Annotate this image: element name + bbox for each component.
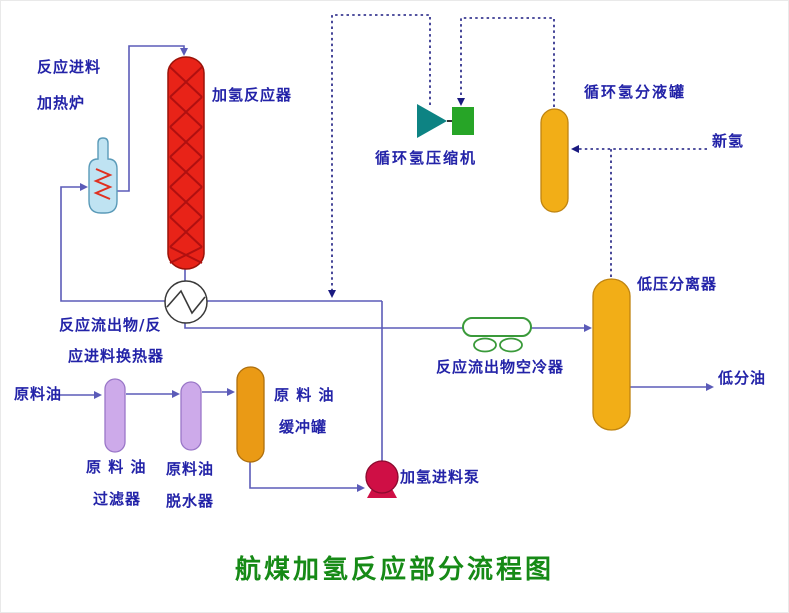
- compressor-body: [417, 104, 447, 138]
- filter-label-line1: 原 料 油: [86, 458, 147, 476]
- arrow-into-furnace: [80, 183, 88, 191]
- recycle-drum-label: 循环氢分液罐: [584, 83, 687, 101]
- exchanger-label-line2: 应进料换热器: [68, 347, 165, 365]
- feed-pump-label: 加氢进料泵: [400, 468, 481, 486]
- cooler-fan-1: [473, 337, 497, 353]
- arrow-into-separator: [584, 324, 592, 332]
- filter-vessel: [104, 378, 126, 453]
- dotted-gas-lines: [331, 14, 707, 293]
- line-compressor-discharge: [331, 14, 431, 293]
- lp-separator-label: 低压分离器: [637, 275, 718, 293]
- furnace-label-line2: 加热炉: [37, 94, 86, 112]
- furnace-coil: [93, 168, 113, 200]
- line-drum-to-compressor: [460, 17, 555, 107]
- lp-separator-vessel: [592, 278, 631, 431]
- arrow-into-buffer: [227, 388, 235, 396]
- buffer-tank-vessel: [236, 366, 265, 463]
- reactor-lattice: [169, 66, 203, 264]
- compressor-label: 循环氢压缩机: [375, 149, 478, 167]
- arrow-feed-inlet: [94, 391, 102, 399]
- reactor-label: 加氢反应器: [212, 86, 293, 104]
- lp-oil-label: 低分油: [718, 369, 767, 387]
- arrow-into-compressor: [457, 98, 465, 106]
- dehydrator-label-line1: 原料油: [166, 460, 215, 478]
- dehydrator-label-line2: 脱水器: [166, 492, 215, 510]
- solid-process-lines: [57, 45, 710, 489]
- dotted-arrowheads: [328, 98, 579, 298]
- solid-arrowheads: [80, 48, 714, 492]
- line-reactor-effluent-to-separator: [184, 268, 589, 329]
- dehydrator-vessel: [180, 381, 202, 451]
- arrow-into-pump: [357, 484, 365, 492]
- heat-exchanger: [164, 280, 208, 324]
- furnace-vessel: [88, 137, 118, 214]
- buffer-label-line1: 原 料 油: [274, 386, 335, 404]
- feed-pump: [365, 460, 399, 498]
- recycle-drum-vessel: [540, 108, 569, 213]
- diagram-title: 航煤加氢反应部分流程图: [234, 555, 554, 585]
- reactor-vessel: [167, 56, 205, 270]
- air-cooler-label: 反应流出物空冷器: [436, 358, 565, 376]
- arrow-recycle-into-feed: [328, 290, 336, 298]
- exchanger-zigzag: [166, 289, 206, 315]
- arrow-into-dehydrator: [172, 390, 180, 398]
- air-cooler: [462, 317, 532, 353]
- fresh-hydrogen-label: 新氢: [712, 132, 745, 150]
- arrow-into-reactor: [180, 48, 188, 56]
- compressor: [417, 104, 474, 138]
- filter-label-line2: 过滤器: [93, 490, 142, 508]
- furnace-label-line1: 反应进料: [37, 58, 102, 76]
- feed-oil-label: 原料油: [14, 385, 63, 403]
- line-buffer-to-pump: [249, 462, 361, 489]
- arrow-lp-oil: [706, 383, 714, 391]
- line-furnace-to-reactor: [116, 45, 185, 192]
- buffer-label-line2: 缓冲罐: [279, 418, 328, 436]
- compressor-motor: [452, 107, 474, 135]
- exchanger-label-line1: 反应流出物/反: [59, 316, 162, 334]
- arrow-into-drum: [571, 145, 579, 153]
- cooler-fan-2: [499, 337, 523, 353]
- line-feed-to-exchanger-and-furnace: [60, 186, 382, 302]
